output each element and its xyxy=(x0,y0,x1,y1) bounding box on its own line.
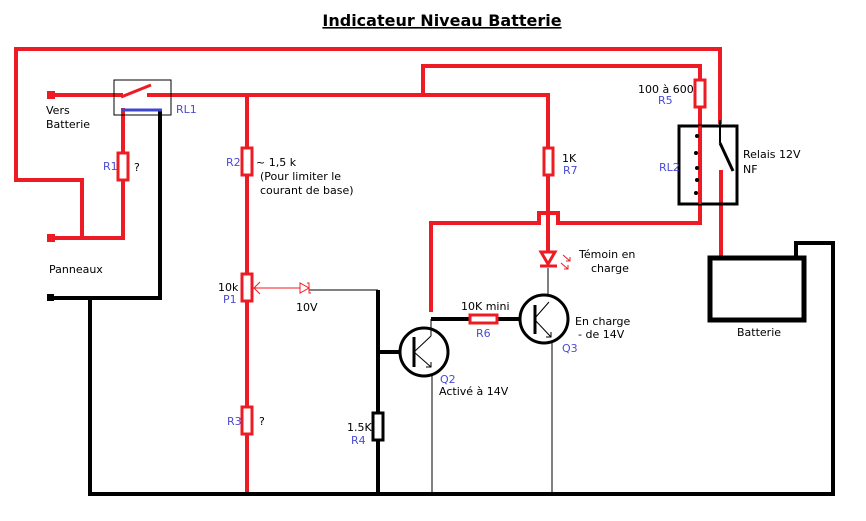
led-note-1: Témoin en xyxy=(578,248,635,261)
zener-value: 10V xyxy=(296,301,318,314)
resistor-r6: 10K mini R6 xyxy=(461,300,510,340)
q2-ref: Q2 xyxy=(440,373,456,386)
potentiometer-p1: 10k P1 xyxy=(218,272,300,306)
r7-ref: R7 xyxy=(563,164,578,177)
r2-ref: R2 xyxy=(226,156,241,169)
transistor-q3 xyxy=(518,293,570,345)
rl1-switch-blade xyxy=(120,83,152,99)
r2-note-1: (Pour limiter le xyxy=(260,170,341,183)
battery-terminal-label-1: Vers xyxy=(46,104,70,117)
r1-value: ? xyxy=(134,161,140,174)
r5-ref: R5 xyxy=(658,94,673,107)
transistor-q2 xyxy=(398,319,450,378)
resistor-r3: R3 ? xyxy=(227,405,265,436)
battery-symbol: Batterie xyxy=(707,255,807,339)
wire-bus-upper xyxy=(421,64,702,97)
r5-value: 100 à 600 xyxy=(638,83,694,96)
rl1-ref: RL1 xyxy=(176,103,197,116)
p1-value: 10k xyxy=(218,281,239,294)
r7-value: 1K xyxy=(562,152,577,165)
terminal-panel-positive xyxy=(47,234,55,242)
diagram-title: Indicateur Niveau Batterie xyxy=(322,11,561,30)
resistor-r2: R2 ~ 1,5 k (Pour limiter le courant de b… xyxy=(226,146,354,197)
relay-rl1: RL1 xyxy=(113,79,197,116)
led-indicator: Témoin en charge xyxy=(538,248,635,275)
r2-note-2: courant de base) xyxy=(260,184,354,197)
resistor-r5: 100 à 600 R5 xyxy=(638,78,707,109)
r4-ref: R4 xyxy=(351,434,366,447)
zener-diode: 10V xyxy=(296,282,318,314)
battery-label: Batterie xyxy=(737,326,781,339)
r3-value: ? xyxy=(259,415,265,428)
panels-label: Panneaux xyxy=(49,263,103,276)
wire-ground-bus xyxy=(88,241,835,496)
r2-value: ~ 1,5 k xyxy=(256,156,297,169)
rl2-switch-blade xyxy=(718,142,735,172)
q3-ref: Q3 xyxy=(562,342,578,355)
r6-value: 10K mini xyxy=(461,300,510,313)
p1-ref: P1 xyxy=(223,293,237,306)
rl2-note-1: Relais 12V xyxy=(743,148,801,161)
wire-r1-bottom xyxy=(50,178,125,240)
terminal-battery xyxy=(47,91,55,99)
r6-ref: R6 xyxy=(476,327,491,340)
led-light-arrows xyxy=(560,254,571,270)
battery-terminal-label-2: Batterie xyxy=(46,118,90,131)
terminal-panel-negative xyxy=(47,294,54,301)
led-note-2: charge xyxy=(591,262,629,275)
rl2-coil-dots xyxy=(694,134,699,195)
r1-ref: R1 xyxy=(103,160,118,173)
resistor-r4: 1.5K R4 xyxy=(347,411,385,447)
thin-wires xyxy=(309,268,553,494)
negative-wires xyxy=(52,110,835,496)
wire-q2-collector xyxy=(429,211,682,312)
rl2-ref: RL2 xyxy=(659,161,680,174)
r3-ref: R3 xyxy=(227,415,242,428)
wire-top-loop xyxy=(14,47,722,240)
p1-wiper-arrow xyxy=(253,281,261,295)
q3-note-2: - de 14V xyxy=(578,328,625,341)
resistor-r1: R1 ? xyxy=(103,151,140,182)
relay-rl2: RL2 Relais 12V NF xyxy=(659,120,801,206)
resistor-r7: 1K R7 xyxy=(542,146,578,177)
r4-value: 1.5K xyxy=(347,421,372,434)
rl2-note-2: NF xyxy=(743,163,758,176)
q2-note: Activé à 14V xyxy=(439,385,509,398)
q3-note-1: En charge xyxy=(575,315,630,328)
